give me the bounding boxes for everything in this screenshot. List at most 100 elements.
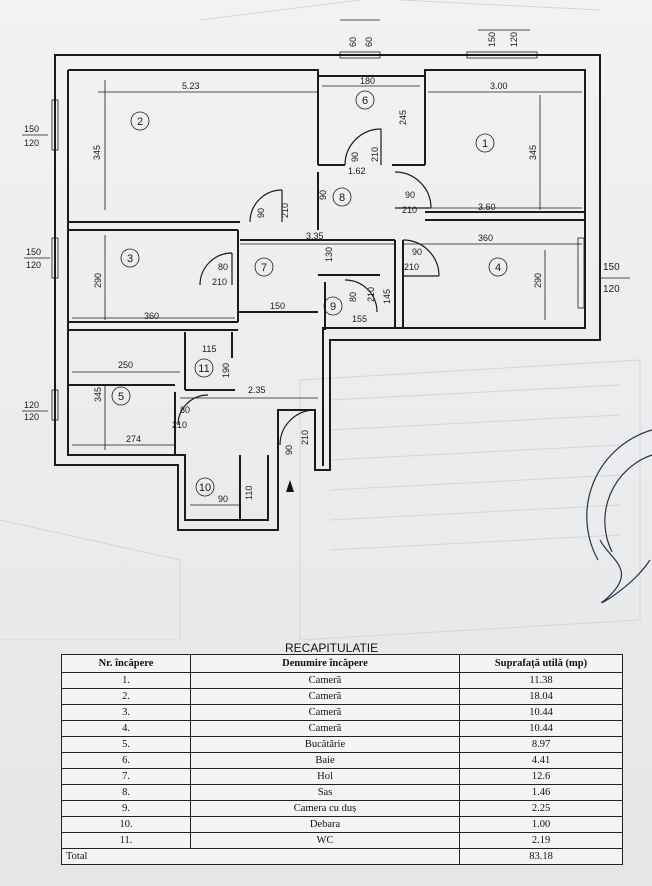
inner-outline xyxy=(68,69,586,466)
dim-label: 360 xyxy=(478,233,493,243)
dim-label: 130 xyxy=(324,247,334,262)
interior-walls xyxy=(68,76,585,520)
dim-label: 210 xyxy=(404,262,419,272)
room-number: 11 xyxy=(198,363,209,375)
dim-label: 90 xyxy=(256,208,266,218)
total-value: 83.18 xyxy=(459,848,623,865)
room-area-cell: 10.44 xyxy=(459,704,623,721)
total-row: Total 83.18 xyxy=(61,848,623,865)
room-nr-cell: 5. xyxy=(61,736,191,753)
room-name-cell: Cameră xyxy=(190,720,460,737)
room-nr-cell: 3. xyxy=(61,704,191,721)
dim-label: 60 xyxy=(364,37,374,47)
dim-label: 120 xyxy=(509,32,519,47)
room-number-markers: 1 2 3 4 5 6 7 8 9 10 11 xyxy=(111,90,508,497)
room-nr-cell: 11. xyxy=(61,832,191,849)
dim-label: 120 xyxy=(24,412,39,422)
room-name-cell: Camera cu duș xyxy=(190,800,460,817)
floor-plan: 1 2 3 4 5 6 7 8 9 10 11 60 60 150 120 15… xyxy=(0,0,652,641)
dim-label: 145 xyxy=(382,289,392,304)
dim-label: 5.23 xyxy=(182,81,200,91)
room-nr-cell: 7. xyxy=(61,768,191,785)
dimension-lines xyxy=(72,19,582,506)
dim-label: 80 xyxy=(218,262,228,272)
dim-label: 210 xyxy=(370,147,380,162)
dim-label: 290 xyxy=(93,273,103,288)
total-label: Total xyxy=(61,848,191,865)
dimension-labels: 60 60 150 120 150 120 150 120 120 120 15… xyxy=(22,32,630,504)
recap-title: RECAPITULATIE xyxy=(285,641,379,655)
dim-label: 90 xyxy=(412,247,422,257)
dim-label: 180 xyxy=(360,76,375,86)
header-nr: Nr. încăpere xyxy=(61,654,191,673)
room-area-cell: 18.04 xyxy=(459,688,623,705)
dim-label: 90 xyxy=(218,494,228,504)
room-name-cell: Hol xyxy=(190,768,460,785)
room-area-cell: 1.46 xyxy=(459,784,623,801)
room-number: 2 xyxy=(137,116,143,128)
dim-label: 90 xyxy=(318,190,328,200)
windows xyxy=(51,51,585,421)
room-name-cell: WC xyxy=(190,832,460,849)
room-number: 6 xyxy=(362,95,368,107)
dim-label: 345 xyxy=(92,145,102,160)
dim-label: 3.60 xyxy=(478,202,496,212)
dim-label: 60 xyxy=(348,37,358,47)
dim-label: 90 xyxy=(405,190,415,200)
room-nr-cell: 8. xyxy=(61,784,191,801)
dim-label: 120 xyxy=(24,138,39,148)
dim-label: 120 xyxy=(26,260,41,270)
room-area-cell: 12.6 xyxy=(459,768,623,785)
dim-label: 150 xyxy=(26,247,41,257)
room-area-cell: 11.38 xyxy=(459,672,623,689)
dim-label: 80 xyxy=(180,405,190,415)
room-name-cell: Cameră xyxy=(190,672,460,689)
room-number: 7 xyxy=(261,262,267,274)
dim-label: 210 xyxy=(366,287,376,302)
dim-label: 345 xyxy=(528,145,538,160)
dim-label: 3.00 xyxy=(490,81,508,91)
room-area-cell: 8.97 xyxy=(459,736,623,753)
entrance-arrow-icon xyxy=(286,480,294,492)
room-name-cell: Debara xyxy=(190,816,460,833)
room-name-cell: Cameră xyxy=(190,688,460,705)
room-number: 8 xyxy=(339,192,345,204)
stamp xyxy=(586,429,652,604)
dim-label: 120 xyxy=(603,284,620,295)
room-area-cell: 4.41 xyxy=(459,752,623,769)
room-nr-cell: 1. xyxy=(61,672,191,689)
room-number: 9 xyxy=(330,301,336,313)
room-nr-cell: 9. xyxy=(61,800,191,817)
header-denumire: Denumire încăpere xyxy=(190,654,460,673)
dim-label: 210 xyxy=(300,430,310,445)
dim-label: 345 xyxy=(93,387,103,402)
dim-label: 150 xyxy=(487,32,497,47)
dim-label: 80 xyxy=(348,292,358,302)
room-number: 10 xyxy=(199,482,211,494)
room-area-cell: 10.44 xyxy=(459,720,623,737)
dim-label: 210 xyxy=(212,277,227,287)
dim-label: 360 xyxy=(144,311,159,321)
dim-label: 150 xyxy=(24,124,39,134)
dim-label: 210 xyxy=(280,203,290,218)
dim-label: 90 xyxy=(284,445,294,455)
room-name-cell: Baie xyxy=(190,752,460,769)
room-nr-cell: 2. xyxy=(61,688,191,705)
dim-label: 1.62 xyxy=(348,166,366,176)
dim-label: 120 xyxy=(24,400,39,410)
room-nr-cell: 4. xyxy=(61,720,191,737)
dim-label: 150 xyxy=(603,262,620,273)
dim-label: 245 xyxy=(398,110,408,125)
room-area-cell: 2.19 xyxy=(459,832,623,849)
room-number: 4 xyxy=(495,262,501,274)
